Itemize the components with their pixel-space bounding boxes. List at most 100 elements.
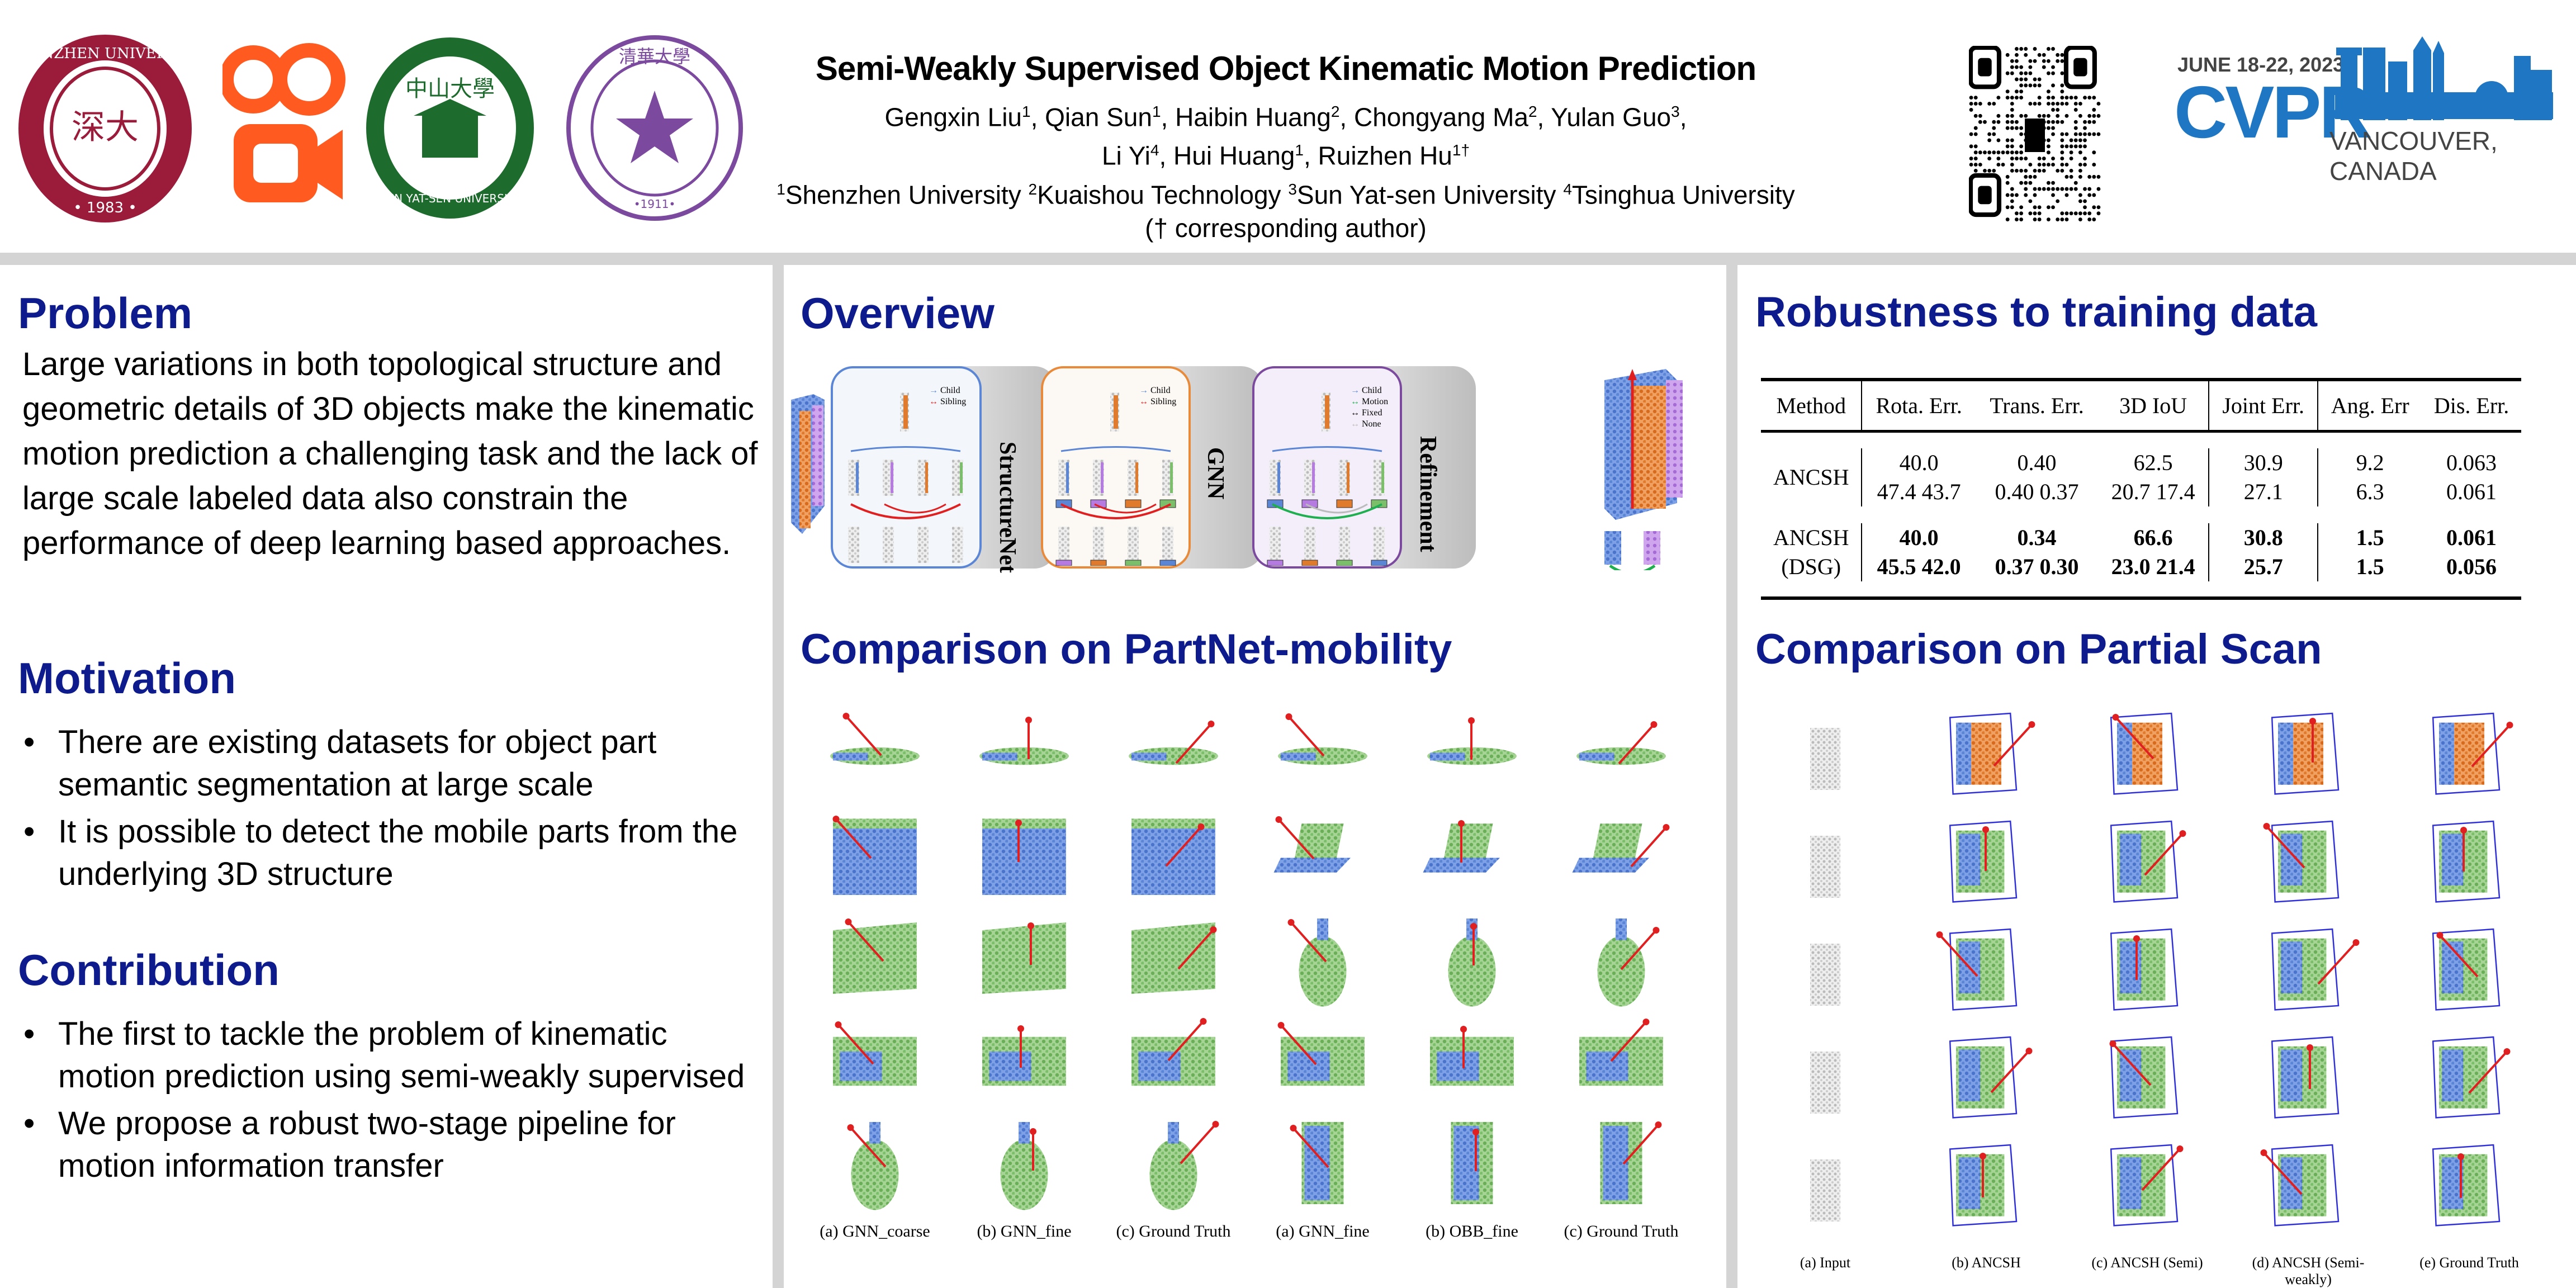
overview-legend-item: ↔None	[1351, 419, 1381, 429]
partnet-result-image	[830, 713, 920, 765]
legend-label: None	[1362, 419, 1381, 429]
overview-legend-item: →Child	[1351, 386, 1382, 396]
overview-legend-item: →Child	[1139, 386, 1171, 396]
motion-axis-arrow	[1990, 1050, 2030, 1093]
partnet-result-image	[1423, 820, 1500, 873]
legend-arrow-icon: ↔	[929, 397, 938, 406]
author-name: Chongyang Ma	[1353, 102, 1528, 132]
legend-label: Fixed	[1362, 408, 1382, 418]
svg-text:• 1983 •: • 1983 •	[73, 200, 136, 216]
author-affiliation-mark: 1	[1295, 141, 1304, 159]
partial-scan-caption: (c) ANCSH (Semi)	[2091, 1254, 2203, 1271]
partnet-result-image	[847, 1122, 899, 1210]
partial-scan-result-image	[1949, 1036, 2033, 1119]
legend-arrow-icon: ↔	[1351, 408, 1360, 418]
motion-axis-arrow	[1165, 826, 1202, 867]
motion-axis-arrow	[2317, 941, 2357, 985]
partnet-result-image	[982, 818, 1066, 895]
author-affiliation-mark: 2	[1528, 103, 1537, 120]
affiliation-number: 1	[776, 180, 785, 198]
partial-scan-result-image	[2110, 820, 2186, 903]
contribution-list: The first to tackle the problem of kinem…	[11, 1013, 766, 1192]
partnet-result-image	[1000, 1122, 1048, 1210]
vancouver-skyline-icon	[2335, 36, 2553, 120]
value-cell: 40.0	[1861, 448, 1976, 477]
partial-scan-caption: (d) ANCSH (Semi-weakly)	[2252, 1254, 2365, 1287]
affiliation-number: 2	[1028, 180, 1038, 198]
table-column-header: Rota. Err.	[1861, 380, 1976, 433]
problem-heading: Problem	[18, 288, 193, 338]
motion-axis-arrow	[1278, 818, 1315, 860]
motion-axis-arrow	[2468, 1050, 2508, 1094]
value-cell: 45.5 42.0	[1861, 552, 1976, 581]
partnet-result-image	[833, 1021, 917, 1086]
motion-axis-arrow	[1993, 723, 2033, 767]
partial-scan-result-image	[2432, 820, 2501, 903]
table-spacer	[1761, 506, 2521, 523]
method-cell: ANCSH	[1773, 524, 1849, 550]
partnet-result-image	[1579, 1019, 1663, 1086]
bullet-item: The first to tackle the problem of kinem…	[11, 1013, 766, 1098]
shenzhen-university-logo: 深大 • 1983 • SHENZHEN UNIVERSITY	[16, 35, 195, 222]
cvpr-location: VANCOUVER, CANADA	[2329, 126, 2498, 186]
value-cell: 1.5	[2317, 523, 2422, 552]
partial-scan-result-image	[1949, 712, 2035, 795]
legend-label: Sibling	[940, 397, 967, 406]
value-cell: 0.056	[2446, 553, 2497, 579]
affiliation-number: 3	[1288, 180, 1297, 198]
partnet-caption: (c) Ground Truth	[1564, 1222, 1679, 1240]
partial-scan-result-image	[1936, 928, 2018, 1011]
partial-scan-result-image	[2271, 1036, 2340, 1119]
affiliation-number: 4	[1563, 180, 1572, 198]
partial-scan-result-image	[2260, 1144, 2340, 1227]
partnet-result-image	[1131, 818, 1215, 895]
partnet-caption: (b) OBB_fine	[1426, 1222, 1518, 1240]
partial-scan-result-image	[2432, 1144, 2501, 1227]
bullet-item: It is possible to detect the mobile part…	[11, 811, 766, 896]
svg-text:SHENZHEN UNIVERSITY: SHENZHEN UNIVERSITY	[16, 45, 195, 62]
motivation-heading: Motivation	[18, 654, 236, 703]
motivation-list: There are existing datasets for object p…	[11, 721, 766, 900]
partnet-result-image	[1600, 1121, 1662, 1204]
value-cell: 0.40 0.37	[1995, 479, 2079, 504]
value-cell: 1.5	[2317, 552, 2422, 581]
stage-refinement: Refinement	[1415, 436, 1441, 552]
svg-text:中山大學: 中山大學	[405, 76, 495, 102]
partnet-result-image	[982, 1025, 1066, 1086]
partial-scan-result-image	[1810, 728, 1840, 790]
motion-axis-arrow	[1618, 723, 1655, 765]
partial-scan-result-image	[2271, 712, 2340, 795]
cvpr-logo: JUNE 18-22, 2023 CVPR VANCOUVER, CANADA	[2174, 31, 2569, 186]
robustness-heading: Robustness to training data	[1755, 288, 2317, 336]
poster-title: Semi-Weakly Supervised Object Kinematic …	[815, 50, 1756, 87]
legend-arrow-icon: ↔	[1351, 419, 1360, 429]
partial-scan-result-image	[1810, 836, 1840, 898]
partial-scan-result-image	[1810, 1159, 1840, 1221]
svg-text:SUN YAT-SEN UNIVERSITY: SUN YAT-SEN UNIVERSITY	[379, 192, 522, 205]
overview-panel-graph	[1267, 392, 1388, 566]
partnet-caption: (a) GNN_fine	[1276, 1222, 1370, 1240]
motion-axis-arrow	[2471, 724, 2511, 768]
partnet-caption: (a) GNN_coarse	[820, 1222, 930, 1240]
partial-scan-result-image	[2432, 928, 2501, 1011]
method-cell: ANCSH	[1773, 464, 1849, 490]
partnet-result-image	[982, 922, 1066, 994]
motion-axis-arrow	[2115, 716, 2154, 760]
table-column-header: Trans. Err.	[1975, 380, 2099, 433]
table-spacer	[1761, 581, 2521, 598]
value-cell: 0.37 0.30	[1995, 553, 2079, 579]
motion-axis-arrow	[2263, 1152, 2303, 1195]
motion-axis-arrow	[1167, 1020, 1204, 1062]
svg-text:•1911•: •1911•	[634, 197, 676, 211]
motion-axis-arrow	[1939, 934, 1978, 977]
motion-axis-arrow	[2112, 1043, 2152, 1086]
partnet-result-image	[1427, 717, 1517, 765]
overview-legend-item: ↔Sibling	[1139, 397, 1176, 407]
qr-code[interactable]	[1969, 46, 2101, 222]
author-name: Qian Sun	[1045, 102, 1152, 132]
header-divider	[0, 253, 2576, 265]
value-cell: 0.40	[2017, 449, 2057, 475]
author-affiliation-mark: 1	[1022, 103, 1031, 120]
